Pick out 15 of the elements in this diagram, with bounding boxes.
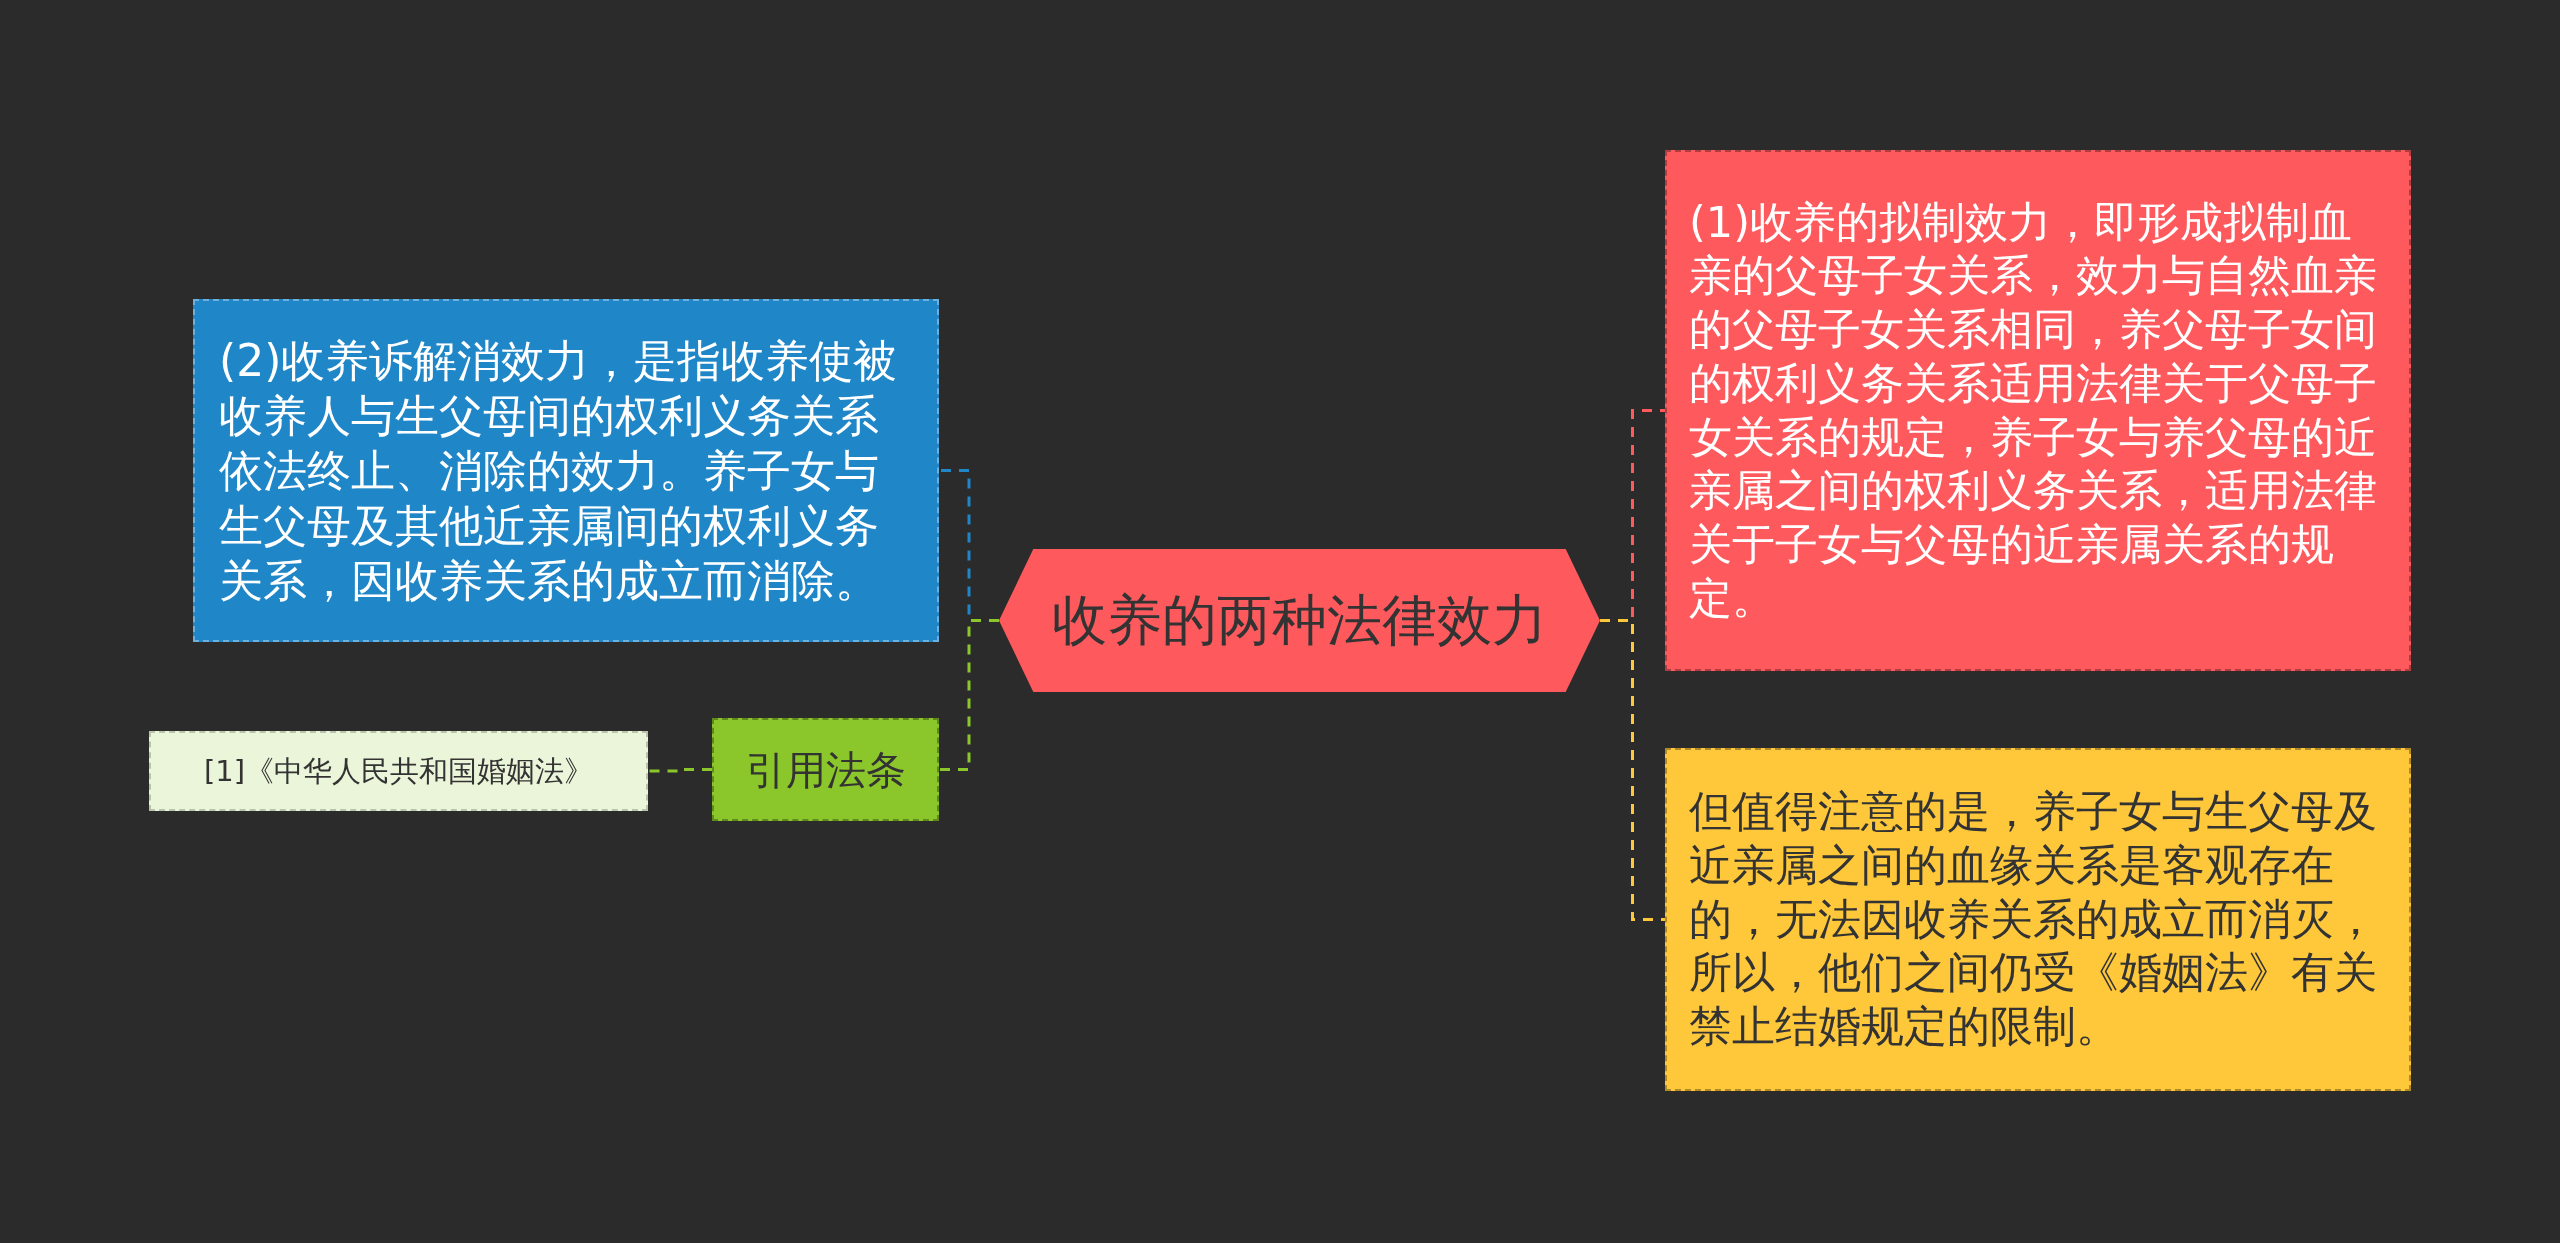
card-text: 引用法条 bbox=[745, 745, 906, 795]
topic-title: 收养的两种法律效力 bbox=[1052, 587, 1547, 655]
connector-line bbox=[648, 768, 712, 773]
text-card bbox=[1665, 748, 2411, 1091]
card-text: 但值得注意的是，养子女与生父母及近亲属之间的血缘关系是客观存在的，无法因收养关系的成立而消灭，所以，他们之间仍受《婚姻法》有关禁止结婚规定的限制。 bbox=[1689, 785, 2378, 1054]
card-text: [1]《中华人民共和国婚姻法》 bbox=[203, 752, 594, 790]
text-card bbox=[1665, 150, 2411, 671]
card-text: (1)收养的拟制效力，即形成拟制血亲的父母子女关系，效力与自然血亲的父母子女关系相同，养父母子女间的权利义务关系适用法律关于父母子女关系的规定，养子女与养父母的近亲属之间的权利义务关系，适用法律关于子女与父母的近亲属关系的规定。 bbox=[1689, 195, 2378, 625]
connector-line bbox=[939, 619, 999, 771]
text-card bbox=[193, 299, 939, 642]
topic-box bbox=[712, 718, 939, 821]
card-text: (2)收养诉解消效力，是指收养使被收养人与生父母间的权利义务关系依法终止、消除的效力。养子女与生父母及其他近亲属间的权利义务关系，因收养关系的成立而消除。 bbox=[219, 334, 899, 608]
connector-line bbox=[1600, 619, 1665, 921]
topic-hexagon bbox=[999, 549, 1600, 692]
text-card bbox=[149, 731, 648, 811]
